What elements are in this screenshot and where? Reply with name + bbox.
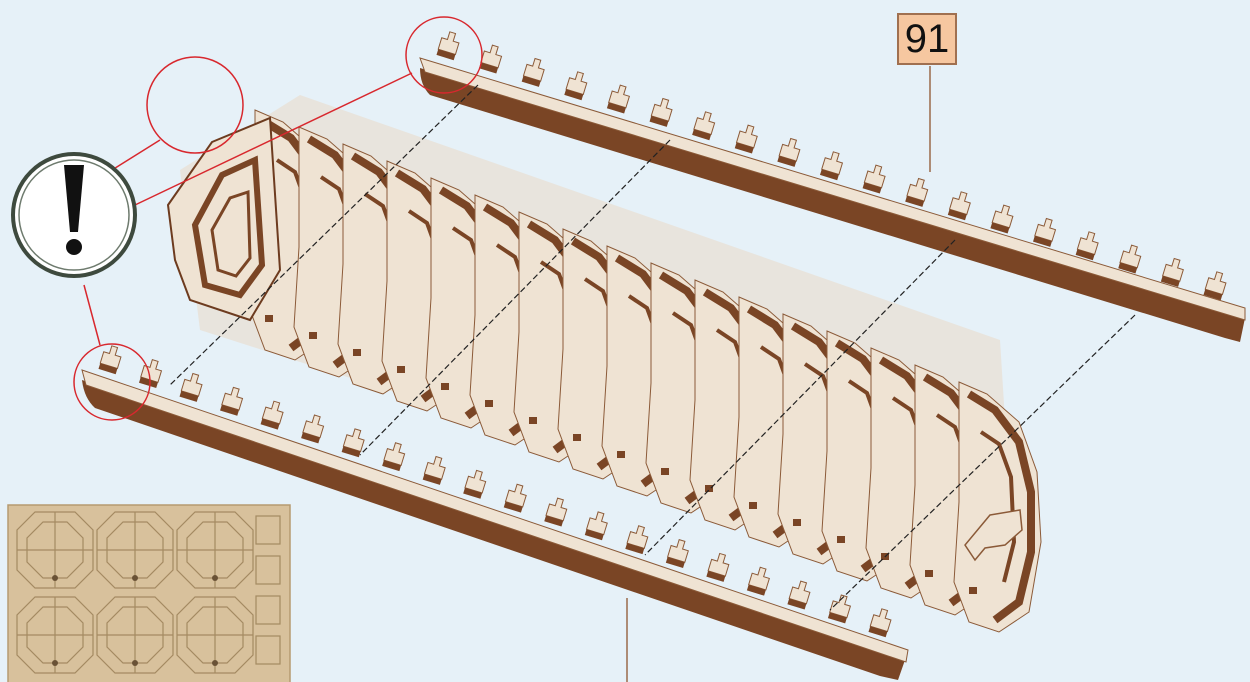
rail-tooth	[463, 469, 488, 499]
rail-tooth	[868, 607, 893, 637]
rail-tooth	[342, 427, 367, 457]
part-number-label: 91	[897, 13, 957, 65]
rail-tooth	[1161, 257, 1186, 287]
rail-tooth	[382, 441, 407, 471]
rail-tooth	[504, 482, 529, 512]
rail-tooth	[479, 43, 504, 73]
rail-tooth	[180, 372, 205, 402]
rail-tooth	[990, 203, 1015, 233]
rail-tooth	[820, 150, 845, 180]
rail-tooth	[905, 177, 930, 207]
rail-tooth	[1203, 270, 1228, 300]
rail-tooth	[1033, 217, 1058, 247]
rail-tooth	[1076, 230, 1101, 260]
rail-tooth	[220, 386, 245, 416]
rail-tooth	[301, 413, 326, 443]
rail-tooth	[423, 455, 448, 485]
rail-tooth	[735, 123, 760, 153]
rail-tooth	[666, 538, 691, 568]
rail-tooth	[544, 496, 569, 526]
exclamation-warning-icon	[13, 154, 135, 276]
rail-tooth	[564, 70, 589, 100]
rail-tooth	[436, 30, 461, 60]
rail-tooth	[948, 190, 973, 220]
rail-tooth	[692, 110, 717, 140]
rail-tooth	[863, 163, 888, 193]
rail-tooth	[787, 579, 812, 609]
rail-tooth	[139, 358, 164, 388]
rail-tooth	[706, 552, 731, 582]
rail-tooth	[828, 593, 853, 623]
rail-tooth	[625, 524, 650, 554]
plywood-sheet-thumbnail	[8, 505, 290, 682]
end-cap-frame	[168, 118, 280, 320]
rib	[954, 382, 1041, 632]
highlight-circle-rib-corner	[147, 57, 243, 153]
rail-tooth	[261, 399, 286, 429]
rail-tooth	[650, 97, 675, 127]
rail-tooth	[98, 344, 123, 374]
rail-tooth	[747, 566, 772, 596]
rail-tooth	[607, 83, 632, 113]
rail-tooth	[585, 510, 610, 540]
rail-tooth	[522, 57, 547, 87]
rail-tooth	[1118, 243, 1143, 273]
rail-tooth	[777, 137, 802, 167]
